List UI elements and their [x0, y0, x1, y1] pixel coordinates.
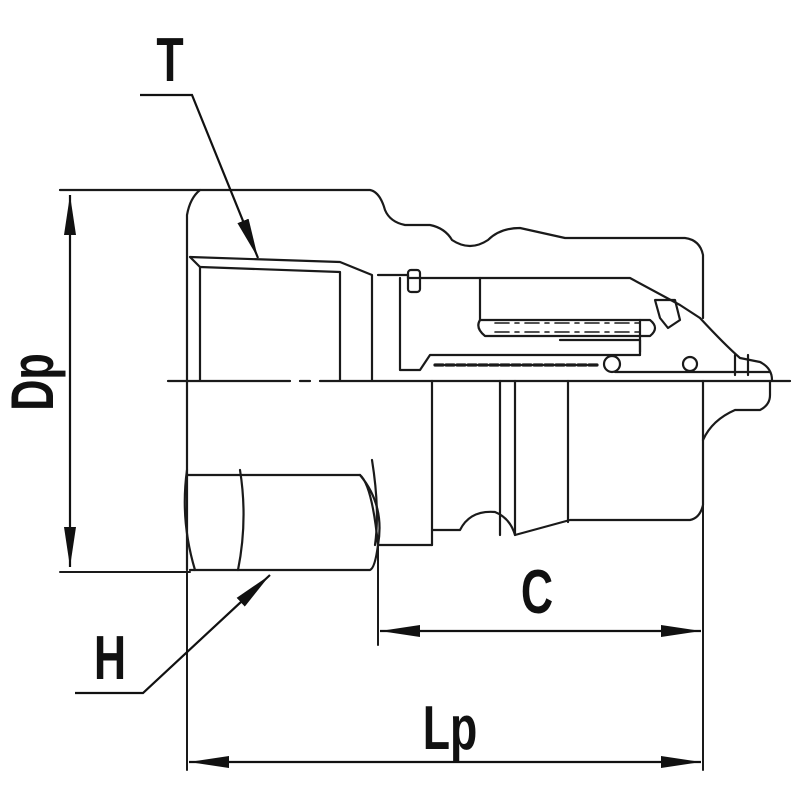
dimension-label-Lp: Lp — [422, 694, 478, 763]
dimension-label-C: C — [520, 558, 554, 627]
body-outline-upper — [58, 188, 705, 320]
internal-thread — [188, 255, 374, 382]
hex-body-lower — [183, 468, 245, 572]
plug-nose — [430, 379, 705, 537]
dimension-label-Dp: Dp — [0, 353, 66, 411]
dimension-label-H: H — [93, 624, 127, 693]
leader-line-T — [140, 93, 260, 259]
dimension-label-T: T — [156, 26, 184, 95]
leader-line-H — [75, 574, 271, 695]
